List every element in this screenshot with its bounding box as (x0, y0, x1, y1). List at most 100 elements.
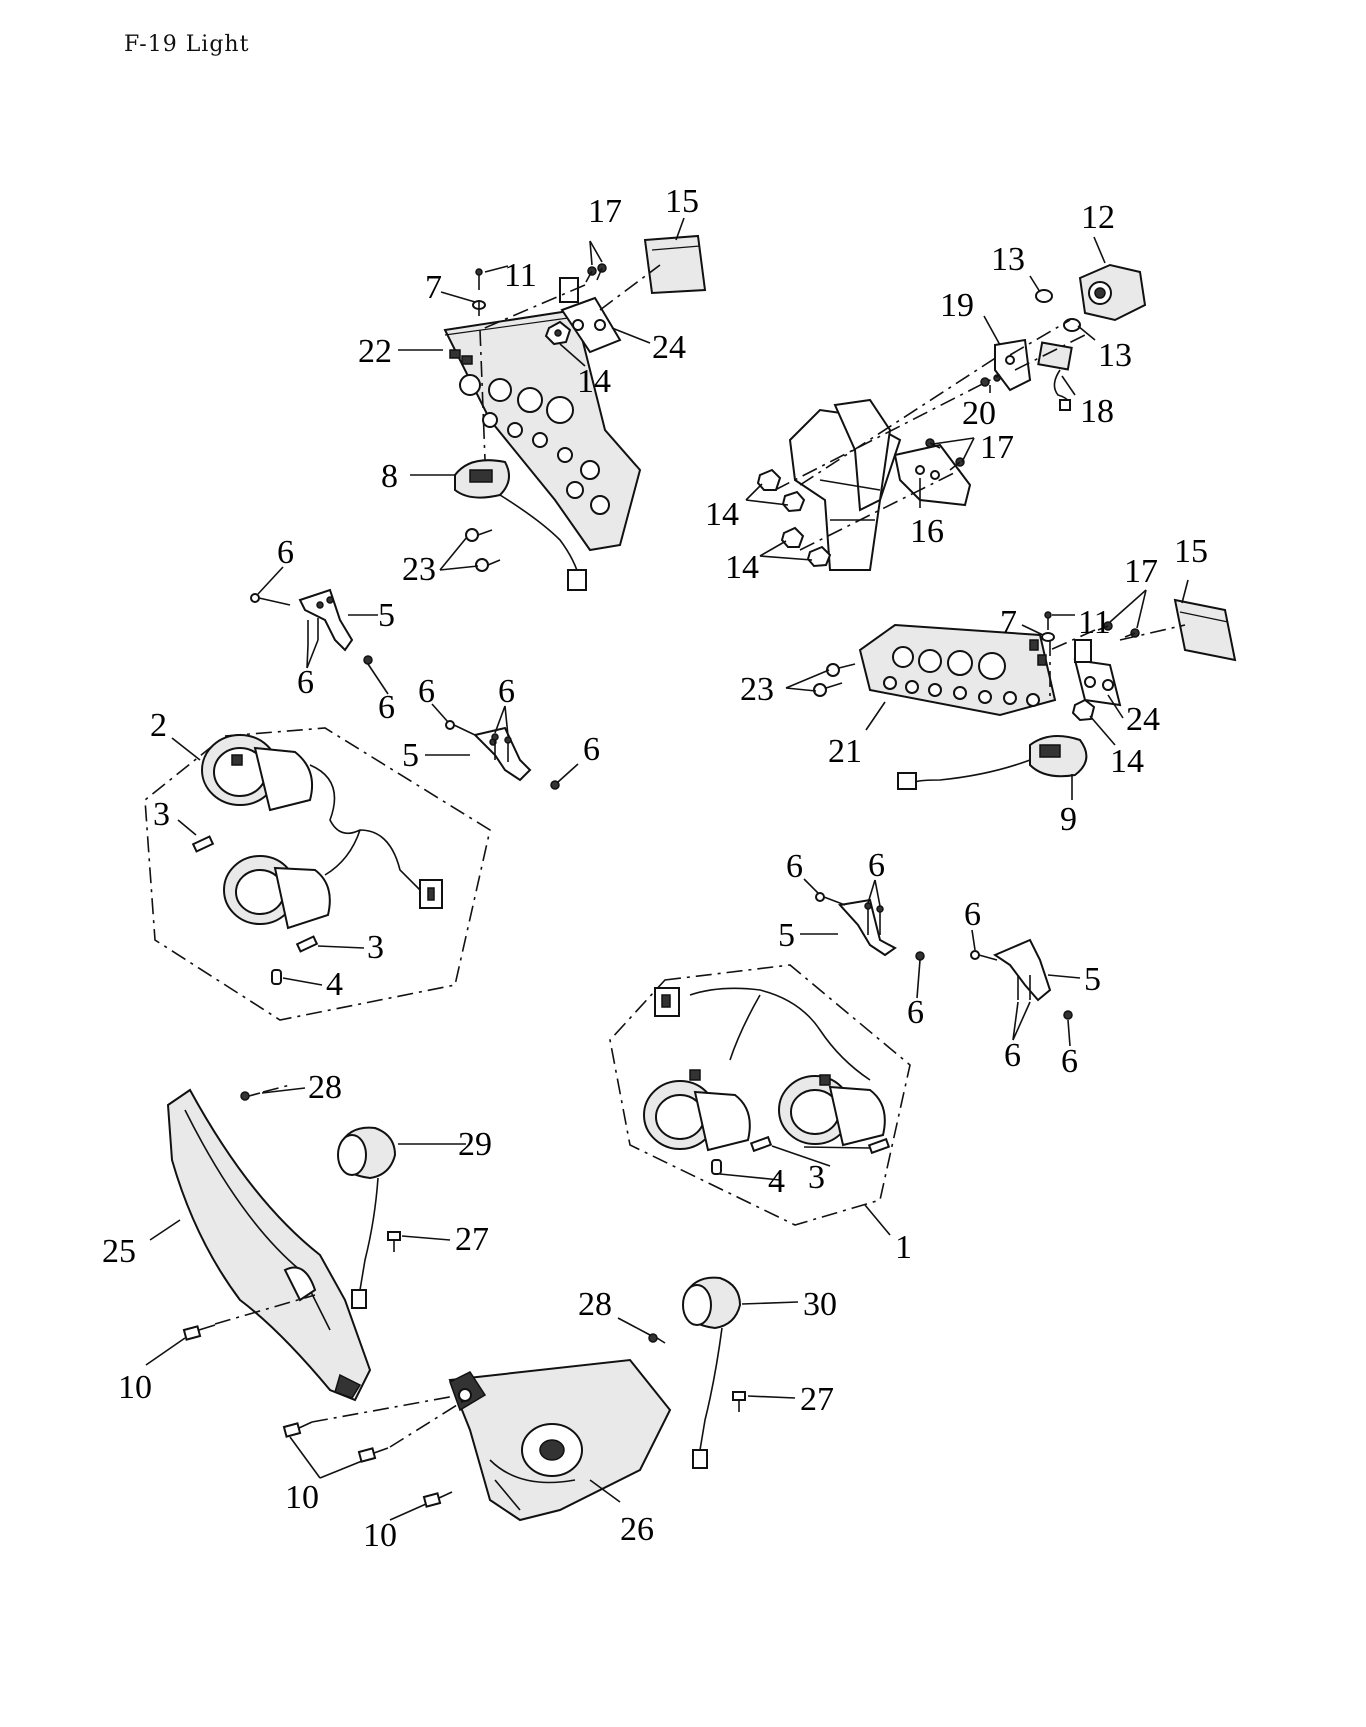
screw-28-a-part (240, 1091, 261, 1101)
plate-light-9-part (897, 735, 1088, 790)
callout-25: 25 (102, 1233, 136, 1270)
bolts-17-right-part (925, 438, 965, 471)
bulb-3-left-a-part (191, 835, 215, 853)
callout-23: 23 (740, 671, 774, 708)
callout-28: 28 (308, 1069, 342, 1106)
bulb-4-right-part (711, 1159, 722, 1175)
license-bracket-right-part (858, 623, 1057, 717)
cap-12-part (1078, 263, 1147, 322)
callout-6: 6 (583, 731, 600, 768)
callout-6: 6 (868, 847, 885, 884)
callout-3: 3 (153, 796, 170, 833)
callout-18: 18 (1080, 393, 1114, 430)
bolts-6-a-part (250, 593, 373, 665)
callout-6: 6 (1061, 1043, 1078, 1080)
callout-22: 22 (358, 333, 392, 370)
trim-25-part (166, 1088, 372, 1402)
nut-14-right-part (1071, 698, 1096, 722)
callout-29: 29 (458, 1126, 492, 1163)
bolts-23-right-part (813, 663, 856, 697)
bulb-3-right-a-part (749, 1135, 773, 1153)
bolt-11-right-part (1044, 611, 1052, 630)
callout-6: 6 (1004, 1037, 1021, 1074)
callout-4: 4 (326, 966, 343, 1003)
callout-15: 15 (665, 183, 699, 220)
headlight-assembly-2-part (144, 727, 491, 1021)
callout-23: 23 (402, 551, 436, 588)
page-title: F-19 Light (124, 32, 250, 57)
washers-13-part (1035, 289, 1081, 332)
callout-labels: 1 2 3 3 3 4 4 5 5 5 5 6 6 6 6 6 6 6 6 6 … (102, 183, 1208, 1554)
nuts-14-right-part (756, 468, 832, 568)
callout-13: 13 (991, 241, 1025, 278)
bolt-20-part (980, 374, 1001, 387)
callout-6: 6 (277, 534, 294, 571)
nut-14-part (544, 320, 572, 346)
callout-3: 3 (808, 1159, 825, 1196)
callout-26: 26 (620, 1511, 654, 1548)
grille-26-part (448, 1358, 672, 1522)
bolts-10-part (282, 1421, 453, 1508)
callout-13: 13 (1098, 337, 1132, 374)
callout-10: 10 (118, 1369, 152, 1406)
callout-16: 16 (910, 513, 944, 550)
callout-19: 19 (940, 287, 974, 324)
callout-9: 9 (1060, 801, 1077, 838)
signal-29-part (337, 1126, 397, 1309)
bolt-10-a-part (182, 1324, 216, 1341)
callout-24: 24 (1126, 701, 1160, 738)
bracket-5-b-part (473, 726, 532, 782)
plate-bracket-24-right-part (1073, 639, 1122, 707)
headlight-assembly-1-part (609, 964, 911, 1226)
callout-5: 5 (402, 737, 419, 774)
light-18-part (1037, 341, 1073, 411)
bulb-3-right-b-part (867, 1137, 891, 1155)
bolts-23-left-part (465, 528, 501, 572)
bolts-6-b-part (445, 720, 560, 790)
callout-14: 14 (725, 549, 759, 586)
rear-mount-frame-part (788, 398, 902, 571)
bracket-5-a-part (298, 588, 354, 652)
callout-27: 27 (455, 1221, 489, 1258)
bulb-3-left-b-part (295, 935, 319, 953)
callout-3: 3 (367, 929, 384, 966)
callout-11: 11 (1078, 604, 1111, 641)
callout-2: 2 (150, 707, 167, 744)
bracket-19-part (994, 338, 1032, 392)
callout-7: 7 (1000, 604, 1017, 641)
leader-lines (145, 217, 1189, 1521)
callout-6: 6 (498, 673, 515, 710)
callout-8: 8 (381, 458, 398, 495)
bolts-17-top-part (585, 263, 607, 283)
plate-light-8-part (454, 459, 587, 591)
callout-1: 1 (895, 1229, 912, 1266)
callout-6: 6 (378, 689, 395, 726)
callout-5: 5 (378, 597, 395, 634)
callout-10: 10 (285, 1479, 319, 1516)
reflector-15-top-part (643, 234, 707, 295)
callout-11: 11 (504, 257, 537, 294)
callout-4: 4 (768, 1163, 785, 1200)
plate-16-part (893, 443, 972, 507)
bolts-6-d-part (970, 950, 1073, 1020)
screw-27-b-part (732, 1391, 746, 1412)
bolt-11-part (475, 268, 483, 290)
screw-27-a-part (387, 1231, 401, 1252)
callout-15: 15 (1174, 533, 1208, 570)
callout-6: 6 (786, 848, 803, 885)
callout-17: 17 (588, 193, 622, 230)
callout-6: 6 (297, 664, 314, 701)
callout-12: 12 (1081, 199, 1115, 236)
callout-6: 6 (907, 994, 924, 1031)
washer-7-right-part (1041, 632, 1055, 642)
license-bracket-left-part (443, 308, 642, 552)
callout-10: 10 (363, 1517, 397, 1554)
signal-30-part (682, 1276, 742, 1469)
callout-5: 5 (1084, 961, 1101, 998)
callout-6: 6 (964, 896, 981, 933)
callout-20: 20 (962, 395, 996, 432)
callout-5: 5 (778, 917, 795, 954)
callout-27: 27 (800, 1381, 834, 1418)
plate-bracket-24-left-part (559, 277, 622, 354)
